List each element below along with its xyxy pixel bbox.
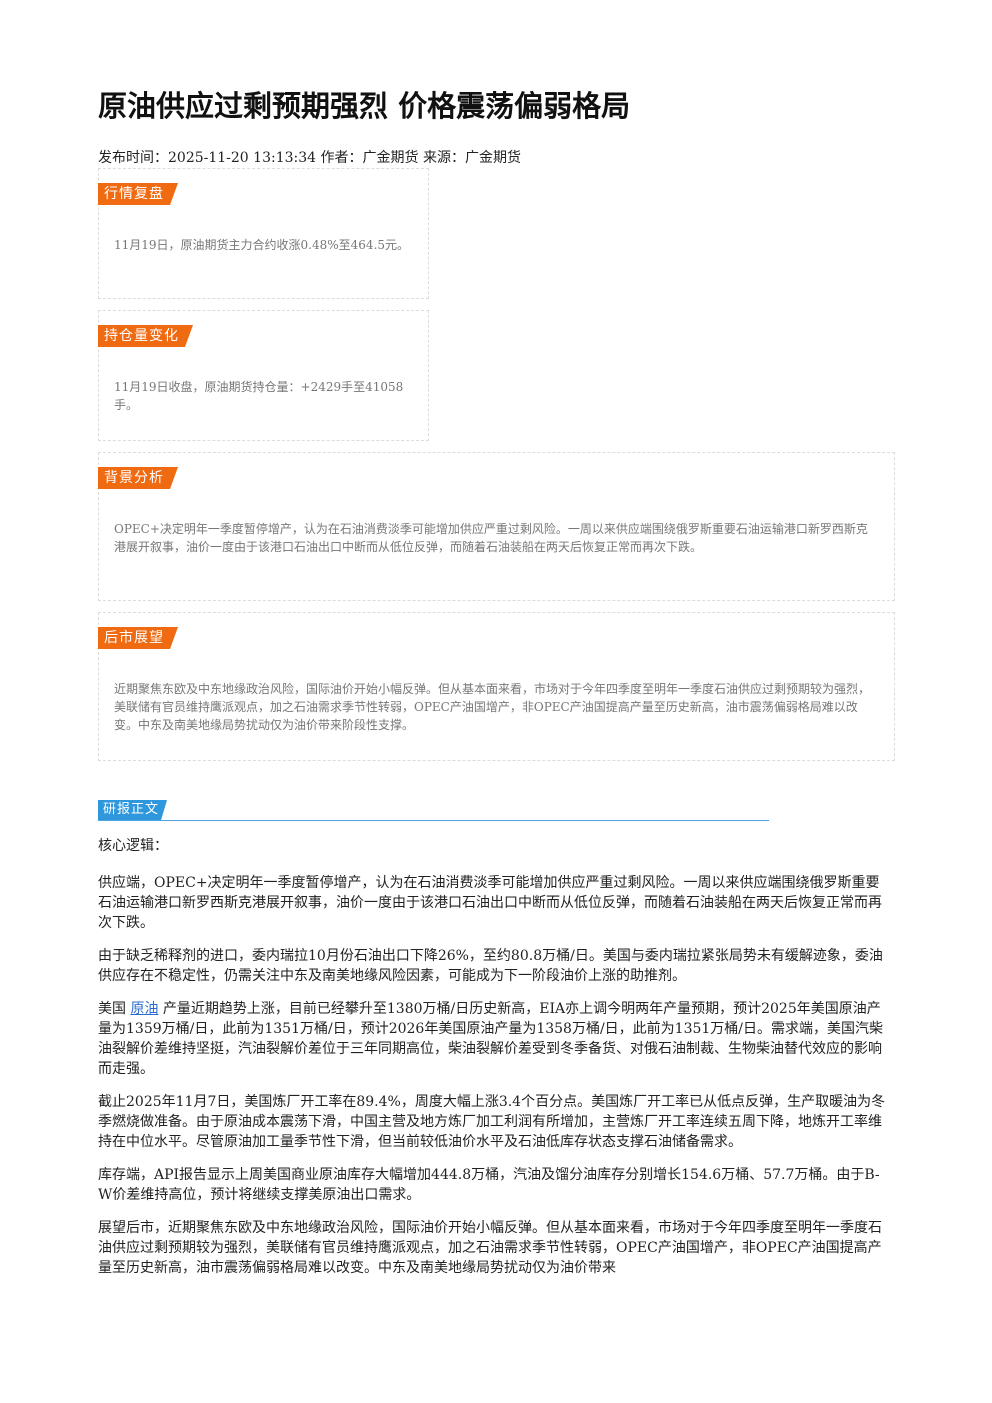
card-text: 11月19日，原油期货主力合约收涨0.48%至464.5元。 (114, 238, 410, 252)
report-section-header: 研报正文 (98, 800, 769, 821)
card-text: 近期聚焦东欧及中东地缘政治风险，国际油价开始小幅反弹。但从基本面来看，市场对于今… (114, 682, 871, 732)
report-paragraph: 供应端，OPEC+决定明年一季度暂停增产，认为在石油消费淡季可能增加供应严重过剩… (98, 875, 882, 931)
report-paragraph: 库存端，API报告显示上周美国商业原油库存大幅增加444.8万桶，汽油及馏分油库… (98, 1167, 880, 1203)
article-meta: 发布时间：2025-11-20 13:13:34 作者：广金期货 来源：广金期货 (98, 150, 521, 166)
card-tag: 持仓量变化 (98, 325, 193, 347)
card-text: OPEC+决定明年一季度暂停增产，认为在石油消费淡季可能增加供应严重过剩风险。一… (114, 522, 868, 554)
report-paragraph: 展望后市，近期聚焦东欧及中东地缘政治风险，国际油价开始小幅反弹。但从基本面来看，… (98, 1220, 882, 1276)
report-paragraph: 美国 原油 产量近期趋势上涨，目前已经攀升至1380万桶/日历史新高，EIA亦上… (98, 999, 890, 1079)
report-paragraph: 由于缺乏稀释剂的进口，委内瑞拉10月份石油出口下降26%，至约80.8万桶/日。… (98, 948, 883, 984)
paragraph-rest: 产量近期趋势上涨，目前已经攀升至1380万桶/日历史新高，EIA亦上调今明两年产… (98, 1001, 884, 1077)
paragraph-prefix: 美国 (98, 1001, 131, 1017)
report-body: 核心逻辑： 供应端，OPEC+决定明年一季度暂停增产，认为在石油消费淡季可能增加… (98, 836, 890, 1291)
crude-oil-link[interactable]: 原油 (130, 1001, 159, 1017)
card-tag: 后市展望 (98, 627, 178, 649)
card-tag: 行情复盘 (98, 183, 178, 205)
card-tag: 背景分析 (98, 467, 178, 489)
report-paragraph: 截止2025年11月7日，美国炼厂开工率在89.4%，周度大幅上涨3.4个百分点… (98, 1094, 886, 1150)
card-text: 11月19日收盘，原油期货持仓量：+2429手至41058手。 (114, 380, 404, 412)
article-title: 原油供应过剩预期强烈 价格震荡偏弱格局 (98, 89, 631, 123)
card-market-review: 行情复盘 11月19日，原油期货主力合约收涨0.48%至464.5元。 (98, 168, 429, 299)
card-background: 背景分析 OPEC+决定明年一季度暂停增产，认为在石油消费淡季可能增加供应严重过… (98, 452, 895, 601)
card-open-interest: 持仓量变化 11月19日收盘，原油期货持仓量：+2429手至41058手。 (98, 310, 429, 441)
report-heading: 核心逻辑： (98, 838, 168, 854)
report-section-tag: 研报正文 (98, 800, 167, 820)
card-outlook: 后市展望 近期聚焦东欧及中东地缘政治风险，国际油价开始小幅反弹。但从基本面来看，… (98, 612, 895, 761)
